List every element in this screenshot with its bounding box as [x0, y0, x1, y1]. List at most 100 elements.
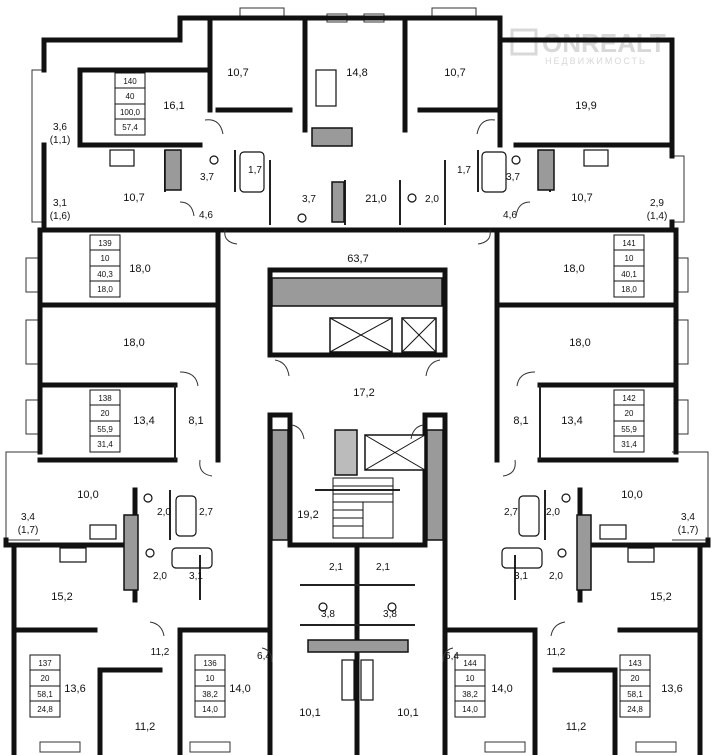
room-area: 14,0 — [229, 683, 250, 695]
room-area: 3,1 — [189, 571, 203, 582]
stove-icon — [627, 547, 655, 563]
apartment-rooms: 10 — [101, 254, 110, 263]
room-area: (1,1) — [50, 135, 71, 146]
bathtub-icon — [481, 151, 507, 193]
room-area: 18,0 — [123, 337, 144, 349]
bathtub-icon — [175, 495, 197, 537]
toilet-icon — [143, 493, 153, 503]
stove-icon — [599, 524, 627, 540]
balcony-left-top — [31, 69, 44, 223]
toilet-icon — [511, 155, 521, 165]
stove-icon — [89, 524, 117, 540]
apartment-total-area: 55,9 — [621, 425, 637, 434]
stove-icon — [360, 659, 374, 701]
service-shaft-a — [164, 149, 182, 191]
room-area: 10,1 — [299, 707, 320, 719]
room-area: 8,1 — [188, 415, 203, 427]
apartment-number: 144 — [463, 659, 477, 668]
service-shaft-core — [334, 429, 358, 476]
apartment-total-area: 100,0 — [120, 108, 141, 117]
balcony-right-top — [670, 155, 685, 223]
room-area: 3,1 — [53, 198, 67, 209]
room-area: 14,0 — [491, 683, 512, 695]
toilet-icon — [209, 155, 219, 165]
room-area: 18,0 — [129, 263, 150, 275]
room-area: (1,6) — [50, 211, 71, 222]
apartment-number: 140 — [123, 77, 137, 86]
apartment-number: 143 — [628, 659, 642, 668]
room-area: 3,4 — [21, 512, 35, 523]
apartment-rooms: 40 — [126, 92, 135, 101]
apartment-number: 142 — [622, 394, 636, 403]
room-area: 6,4 — [445, 651, 459, 662]
room-area: 10,1 — [397, 707, 418, 719]
apartment-number: 141 — [622, 239, 636, 248]
room-area: 11,2 — [135, 721, 156, 733]
apartment-tag: 139 10 40,3 18,0 — [89, 234, 121, 298]
apartment-rooms: 20 — [101, 409, 110, 418]
partitions — [164, 150, 551, 626]
apartment-tag: 137 20 58,1 24,8 — [29, 654, 61, 718]
room-area: 63,7 — [347, 253, 368, 265]
room-area: 17,2 — [353, 387, 374, 399]
room-area: 19,2 — [297, 509, 318, 521]
room-area: 2,9 — [650, 198, 664, 209]
stove-icon — [315, 69, 337, 107]
room-area: 2,0 — [153, 571, 167, 582]
apartment-number: 139 — [98, 239, 112, 248]
apartment-total-area: 58,1 — [627, 690, 643, 699]
room-area: 1,7 — [248, 165, 262, 176]
toilet-icon — [557, 548, 567, 558]
room-area: 3,7 — [506, 172, 520, 183]
apartment-tag: 138 20 55,9 31,4 — [89, 389, 121, 453]
room-area: 15,2 — [51, 591, 72, 603]
room-area: 3,1 — [514, 571, 528, 582]
door-swings — [149, 119, 566, 663]
apartment-living-area: 14,0 — [462, 705, 478, 714]
service-shaft-mid-top — [311, 127, 353, 147]
room-area: 2,1 — [329, 562, 343, 573]
apartment-living-area: 57,4 — [122, 123, 138, 132]
room-area: 15,2 — [650, 591, 671, 603]
apartment-tag: 141 10 40,1 18,0 — [613, 234, 645, 298]
room-area: 13,4 — [561, 415, 582, 427]
staircase — [332, 477, 394, 539]
balcony-right-bottom — [672, 451, 709, 541]
room-area: 10,7 — [123, 192, 144, 204]
toilet-icon — [318, 602, 328, 612]
room-area: 3,7 — [302, 194, 316, 205]
room-area: 13,6 — [661, 683, 682, 695]
room-area: 18,0 — [569, 337, 590, 349]
service-shaft-c — [123, 514, 139, 591]
apartment-number: 136 — [203, 659, 217, 668]
bathtub-icon — [501, 547, 543, 569]
apartment-tag: 136 10 38,2 14,0 — [194, 654, 226, 718]
apartment-living-area: 31,4 — [621, 440, 637, 449]
apartment-total-area: 40,3 — [97, 270, 113, 279]
toilet-icon — [407, 193, 417, 203]
stove-icon — [109, 149, 135, 167]
room-area: 10,0 — [77, 489, 98, 501]
window-left-2 — [25, 319, 39, 365]
room-area: 18,0 — [563, 263, 584, 275]
window-bottom-left-2 — [189, 741, 231, 753]
apartment-rooms: 20 — [631, 674, 640, 683]
bathtub-icon — [239, 151, 265, 193]
room-area: (1,7) — [678, 525, 699, 536]
room-area: 11,2 — [547, 647, 566, 658]
window-bottom-left-1 — [39, 741, 81, 753]
apartment-total-area: 38,2 — [462, 690, 478, 699]
apartment-total-area: 58,1 — [37, 690, 53, 699]
window-left-3 — [25, 399, 39, 435]
room-area: 3,4 — [681, 512, 695, 523]
apartment-living-area: 18,0 — [621, 285, 637, 294]
room-area: 10,0 — [621, 489, 642, 501]
window-left-1 — [25, 257, 39, 293]
room-area: 2,0 — [157, 507, 171, 518]
apartment-tag: 140 40 100,0 57,4 — [114, 72, 146, 136]
room-area: 3,7 — [200, 172, 214, 183]
apartment-total-area: 38,2 — [202, 690, 218, 699]
bathtub-icon — [171, 547, 213, 569]
room-area: 13,4 — [133, 415, 154, 427]
service-shaft-d — [576, 514, 592, 591]
